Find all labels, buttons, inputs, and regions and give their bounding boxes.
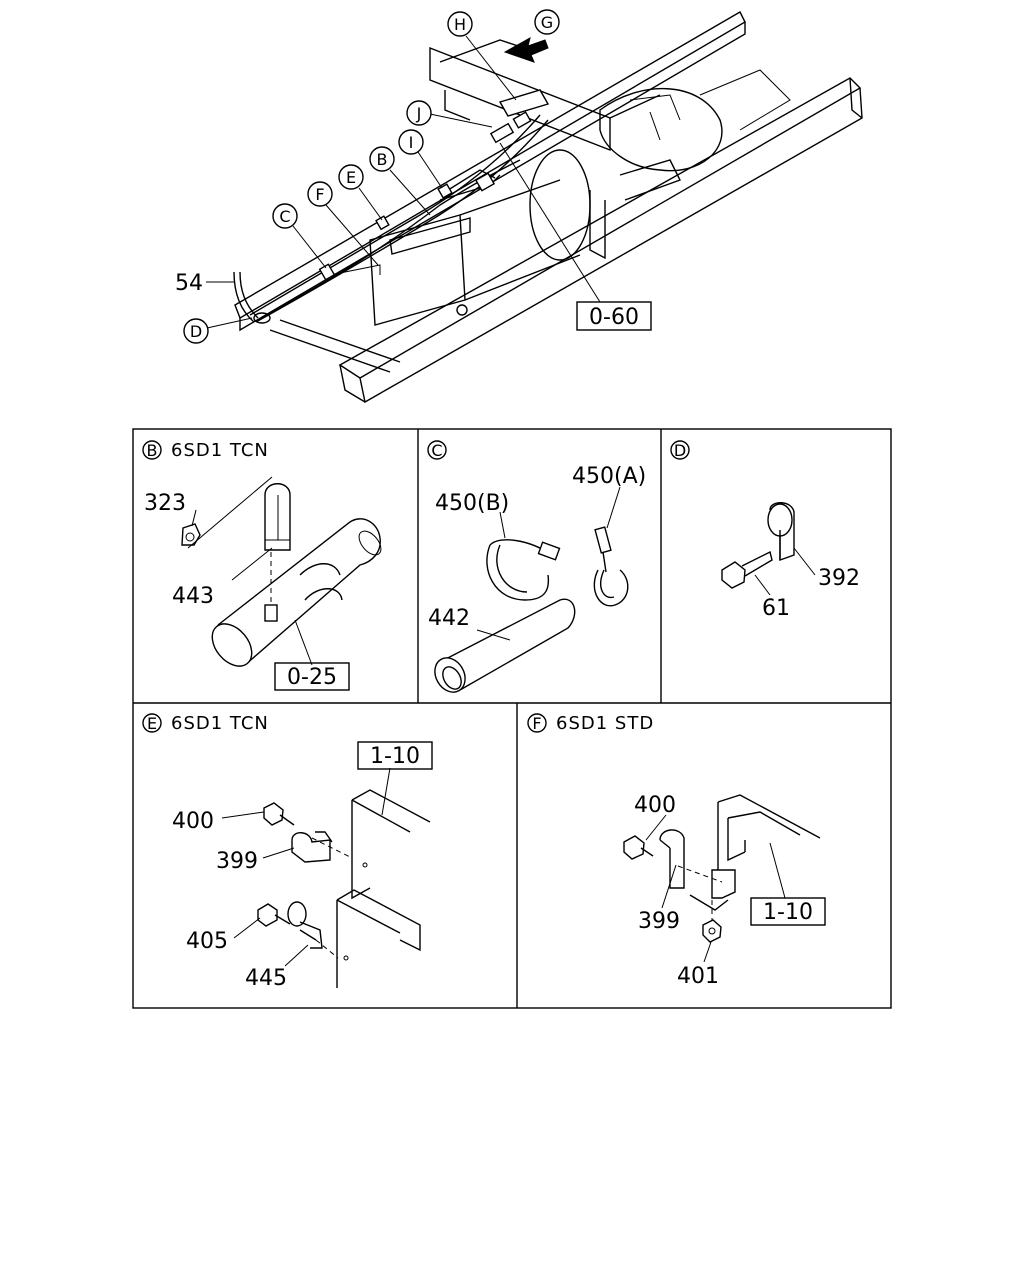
bolt-405 xyxy=(257,903,291,927)
callout-j-label: J xyxy=(416,104,422,123)
callout-e-label: E xyxy=(346,168,356,187)
part-401-label: 401 xyxy=(677,964,719,989)
callout-f: F xyxy=(307,181,333,207)
part-450b-label: 450(B) xyxy=(435,491,509,516)
callout-f-label: F xyxy=(315,185,324,204)
frame-plate-upper xyxy=(351,789,431,900)
part-399-label-e: 399 xyxy=(216,849,258,874)
front-direction-arrow xyxy=(503,36,549,63)
callout-b: B xyxy=(369,146,395,172)
callout-c: C xyxy=(272,203,298,229)
part-442-label: 442 xyxy=(428,606,470,631)
callout-j: J xyxy=(406,100,432,126)
panel-f-header: F 6SD1 STD xyxy=(527,713,654,734)
transmission xyxy=(599,69,791,172)
clip-445 xyxy=(287,901,323,949)
exhaust-pipe xyxy=(211,518,382,667)
ref-box-0-25: 0-25 xyxy=(274,662,350,691)
panel-d: D 392 61 xyxy=(670,440,860,621)
ref-box-1-10-e: 1-10 xyxy=(357,741,433,770)
callout-d-label: D xyxy=(190,322,202,341)
cable-tie-450b xyxy=(486,539,561,601)
chassis-overview: H G J I B E F C xyxy=(175,9,863,404)
panel-b: B 6SD1 TCN 323 xyxy=(142,440,382,691)
part-400-label-f: 400 xyxy=(634,793,676,818)
panel-e: E 6SD1 TCN xyxy=(142,713,433,991)
part-54-label: 54 xyxy=(175,271,203,296)
panel-b-header: B 6SD1 TCN xyxy=(142,440,269,461)
fuel-tank xyxy=(369,149,591,326)
clip-392 xyxy=(767,502,795,561)
overview-leader-lines xyxy=(206,35,601,329)
callout-b-label: B xyxy=(377,150,388,169)
ref-1-10-label-e: 1-10 xyxy=(370,744,420,769)
clamp-bracket-443 xyxy=(264,483,291,622)
nut-323 xyxy=(181,523,201,546)
bolt-61 xyxy=(721,550,773,589)
panel-b-letter: B xyxy=(147,441,158,460)
callout-c-label: C xyxy=(279,207,290,226)
callout-i-label: I xyxy=(409,133,414,152)
part-392-label: 392 xyxy=(818,566,860,591)
frame-plate-lower xyxy=(336,889,421,988)
panel-c-leaders xyxy=(476,486,621,641)
ref-box-0-60: 0-60 xyxy=(576,301,652,331)
callout-g: G xyxy=(534,9,560,35)
panel-f-title: 6SD1 STD xyxy=(556,713,654,734)
panel-c-letter: C xyxy=(431,441,442,460)
support-brackets xyxy=(444,90,606,316)
ref-box-1-10-f: 1-10 xyxy=(750,897,826,926)
bolt-400 xyxy=(263,802,295,826)
part-61-label: 61 xyxy=(762,596,790,621)
panel-e-leaders xyxy=(221,767,391,967)
part-445-label: 445 xyxy=(245,966,287,991)
panel-c: C 450(B) 450(A) 442 xyxy=(427,440,646,693)
part-400-label-e: 400 xyxy=(172,809,214,834)
panel-c-header: C xyxy=(427,440,447,460)
panel-d-leaders xyxy=(754,547,816,596)
panel-e-header: E 6SD1 TCN xyxy=(142,713,269,734)
callout-g-label: G xyxy=(541,13,553,32)
panel-d-header: D xyxy=(670,440,690,460)
part-399-label-f: 399 xyxy=(638,909,680,934)
clip-399 xyxy=(291,831,333,863)
panel-b-title: 6SD1 TCN xyxy=(171,440,269,461)
callout-h: H xyxy=(447,11,473,37)
part-450a-label: 450(A) xyxy=(572,464,646,489)
bolt-400-f xyxy=(623,835,654,860)
ref-0-60-label: 0-60 xyxy=(589,305,639,330)
callout-e: E xyxy=(338,164,364,190)
ref-1-10-label-f: 1-10 xyxy=(763,900,813,925)
wiring-harness xyxy=(233,89,550,324)
panel-e-title: 6SD1 TCN xyxy=(171,713,269,734)
nut-401 xyxy=(702,919,722,943)
callout-h-label: H xyxy=(454,15,466,34)
panel-f-leaders xyxy=(645,814,786,963)
frame-rail-right xyxy=(338,77,863,404)
part-323-label: 323 xyxy=(144,491,186,516)
part-405-label: 405 xyxy=(186,929,228,954)
protective-sleeve-442 xyxy=(434,598,576,693)
callout-d: D xyxy=(183,318,209,344)
panel-f-letter: F xyxy=(532,714,541,733)
cross-members xyxy=(269,39,681,373)
panel-d-letter: D xyxy=(674,441,686,460)
detail-grid xyxy=(132,428,892,1009)
cable-tie-450a xyxy=(593,526,629,607)
ref-0-25-label: 0-25 xyxy=(287,665,337,690)
callout-i: I xyxy=(398,129,424,155)
panel-e-letter: E xyxy=(147,714,157,733)
panel-f: F 6SD1 STD xyxy=(527,713,826,989)
clip-399-f xyxy=(659,829,736,911)
panel-b-leaders xyxy=(187,476,313,666)
part-443-label: 443 xyxy=(172,584,214,609)
